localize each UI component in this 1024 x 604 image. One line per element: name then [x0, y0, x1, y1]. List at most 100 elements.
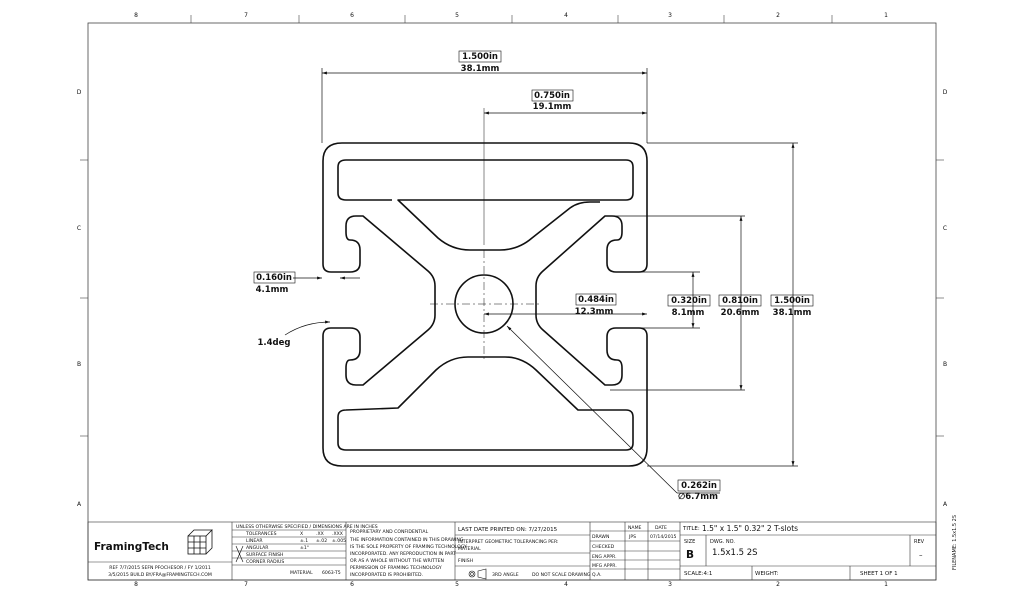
side-file-tag: FILENAME: 1.5x1.5 2S	[952, 515, 958, 570]
dim-half-mm: 19.1mm	[533, 102, 572, 112]
dim-span-mm: 20.6mm	[721, 308, 760, 318]
proprietary-line: PERMISSION OF FRAMING TECHNOLOGY	[350, 565, 442, 571]
signoff-date: 07/14/2015	[650, 534, 677, 540]
zone-row-label: B	[77, 361, 81, 368]
zone-col-label: 2	[776, 12, 780, 19]
zone-col-label: 8	[134, 581, 138, 588]
proprietary-line: OR AS A WHOLE WITHOUT THE WRITTEN	[350, 558, 444, 564]
dim-width-in: 1.500in	[462, 52, 498, 62]
zone-row-label: A	[943, 501, 948, 508]
weight-label: WEIGHT:	[755, 571, 779, 577]
signoff-label: Q.A.	[592, 572, 602, 578]
tolerance-cell: .XX	[316, 531, 324, 537]
centerlines	[430, 250, 540, 360]
dim-span-in: 0.810in	[722, 296, 758, 306]
signoff-label: CHECKED	[592, 544, 615, 550]
zone-rows-right: D C B A	[943, 89, 948, 508]
title-value: 1.5" x 1.5" 0.32" 2 T-slots	[702, 524, 798, 533]
sheet-label: SHEET 1 OF 1	[860, 571, 898, 577]
size-label: SIZE	[684, 539, 695, 545]
proprietary-line: THE INFORMATION CONTAINED IN THIS DRAWIN…	[349, 537, 464, 543]
material-label: MATERIAL	[290, 570, 313, 576]
dim-web-in: 0.484in	[578, 295, 614, 305]
proprietary-line: INCORPORATED. ANY REPRODUCTION IN PART	[350, 551, 456, 557]
tolerance-cell: X	[300, 531, 303, 537]
tolerance-cell: TOLERANCES	[245, 531, 277, 537]
title-label: TITLE:	[682, 526, 700, 532]
address-line: 3/5/2015 BUILD BY/FRA@FRAMINGTECH.COM	[108, 572, 212, 578]
dim-lip-in: 0.160in	[256, 273, 292, 283]
framingtech-logo: FramingTech	[94, 529, 213, 555]
scale-label: SCALE:4:1	[684, 571, 712, 577]
zone-col-label: 1	[884, 581, 888, 588]
bottom-cavity	[337, 356, 634, 451]
zone-ticks	[80, 15, 944, 437]
title-block	[87, 521, 937, 581]
zone-row-label: C	[943, 225, 947, 232]
zone-col-label: 3	[668, 581, 672, 588]
zone-col-label: 6	[350, 12, 354, 19]
zone-rows-left: D C B A	[77, 89, 82, 508]
signoff-label: MFG APPR.	[592, 563, 617, 569]
dim-width-mm: 38.1mm	[461, 64, 500, 74]
dim-half-in: 0.750in	[534, 91, 570, 101]
dim-angle: 1.4deg	[258, 338, 291, 348]
tolerance-cell: ANGULAR	[246, 545, 269, 551]
last-printed: LAST DATE PRINTED ON: 7/27/2015	[458, 527, 558, 533]
zone-columns-top: 8 7 6 5 4 3 2 1	[134, 12, 888, 19]
signoff-label: ENG APPR.	[592, 554, 617, 560]
rev-value: –	[919, 551, 923, 559]
tolerance-table: TOLERANCES X .XX .XXX LINEAR ±.1 ±.02 ±.…	[235, 531, 346, 576]
zone-row-label: A	[77, 501, 82, 508]
signoff-header: NAME	[628, 525, 642, 531]
interpret-line: INTERPRET GEOMETRIC TOLERANCING PER:	[458, 539, 559, 545]
material-value: 6063-T5	[322, 570, 341, 576]
size-value: B	[686, 549, 694, 561]
tolerance-cell: LINEAR	[246, 538, 263, 544]
signoff-table: NAME DATE DRAWN JPS 07/14/2015 CHECKED E…	[592, 525, 677, 578]
signoff-label: DRAWN	[592, 534, 609, 540]
zone-col-label: 3	[668, 12, 672, 19]
third-angle-label: 3RD ANGLE	[492, 572, 519, 578]
proprietary-line: IS THE SOLE PROPERTY OF FRAMING TECHNOLO…	[350, 544, 467, 550]
zone-col-label: 6	[350, 581, 354, 588]
signoff-header: DATE	[655, 525, 667, 531]
tolerance-header: UNLESS OTHERWISE SPECIFIED / DIMENSIONS …	[236, 524, 378, 530]
tolerance-cell: ±.1	[300, 538, 308, 544]
zone-col-label: 2	[776, 581, 780, 588]
extrusion-profile	[322, 142, 648, 467]
zone-col-label: 5	[455, 581, 459, 588]
dim-lip-mm: 4.1mm	[256, 285, 289, 295]
interpret-line: MATERIAL	[458, 546, 481, 552]
dim-web-mm: 12.3mm	[575, 307, 614, 317]
dim-opening-mm: 8.1mm	[672, 308, 705, 318]
tolerance-cell: SURFACE FINISH	[246, 552, 283, 558]
rev-label: REV	[914, 539, 925, 545]
address-line: REF 7/7/2015 SEFN PFOCHESOR / FY 1/2011	[109, 565, 211, 571]
dim-height-mm: 38.1mm	[773, 308, 812, 318]
zone-columns-bottom: 8 7 6 5 4 3 2 1	[134, 581, 888, 588]
tolerance-cell: ±1°	[300, 545, 309, 551]
zone-col-label: 7	[244, 581, 248, 588]
dimension-labels: 1.500in 38.1mm 0.750in 19.1mm 0.160in 4.…	[253, 50, 814, 502]
dimension-lines	[284, 68, 798, 494]
logo-text: FramingTech	[94, 541, 169, 553]
zone-col-label: 5	[455, 12, 459, 19]
dim-bore-in: 0.262in	[681, 481, 717, 491]
dwg-value: 1.5x1.5 2S	[712, 548, 758, 558]
zone-col-label: 7	[244, 12, 248, 19]
dim-opening-in: 0.320in	[671, 296, 707, 306]
signoff-name: JPS	[628, 534, 636, 540]
tolerance-cell: ±.005	[332, 538, 346, 544]
dim-bore-mm: ∅6.7mm	[678, 492, 718, 502]
proprietary-notice: PROPRIETARY AND CONFIDENTIAL THE INFORMA…	[349, 529, 467, 578]
profile-outer-contour	[322, 142, 648, 467]
zone-row-label: D	[943, 89, 948, 96]
top-cavity	[337, 159, 634, 251]
tolerance-cell: .XXX	[332, 531, 343, 537]
proprietary-line: INCORPORATED IS PROHIBITED.	[350, 572, 423, 578]
zone-col-label: 4	[564, 581, 568, 588]
proprietary-title: PROPRIETARY AND CONFIDENTIAL	[350, 529, 429, 535]
zone-col-label: 8	[134, 12, 138, 19]
